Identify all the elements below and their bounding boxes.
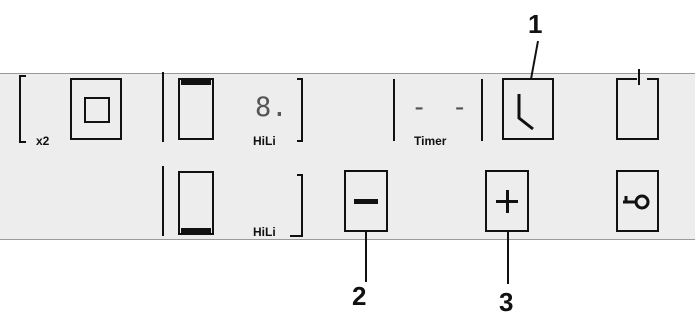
hili-bottom-label: HiLi (253, 225, 276, 239)
x2-zone-bracket (19, 75, 26, 143)
minus-button[interactable] (344, 170, 388, 232)
hili-top-bracket (297, 78, 303, 142)
top-bar-indicator (181, 80, 211, 85)
key-lock-icon (623, 194, 650, 210)
plus-button[interactable] (485, 170, 529, 232)
hili-top-label: HiLi (253, 134, 276, 148)
timer-display: - - (411, 92, 472, 123)
hili-bottom-button[interactable] (178, 171, 214, 235)
square-icon (84, 97, 110, 123)
power-button[interactable] (616, 69, 659, 140)
bottom-bar-indicator (181, 228, 211, 233)
callout-1: 1 (528, 9, 543, 39)
minus-icon (354, 199, 378, 204)
power-level-display: 8. (255, 92, 288, 123)
x2-button[interactable] (70, 78, 122, 140)
power-icon (638, 69, 640, 85)
callout-2: 2 (352, 281, 367, 311)
hili-bottom-bracket (290, 174, 303, 237)
callout-3: 3 (499, 287, 514, 317)
key-lock-button[interactable] (616, 170, 659, 232)
timer-button[interactable] (502, 78, 554, 140)
x2-label: x2 (36, 134, 50, 148)
timer-label: Timer (414, 134, 447, 148)
clock-icon (517, 94, 534, 131)
hili-top-button[interactable] (178, 78, 214, 140)
